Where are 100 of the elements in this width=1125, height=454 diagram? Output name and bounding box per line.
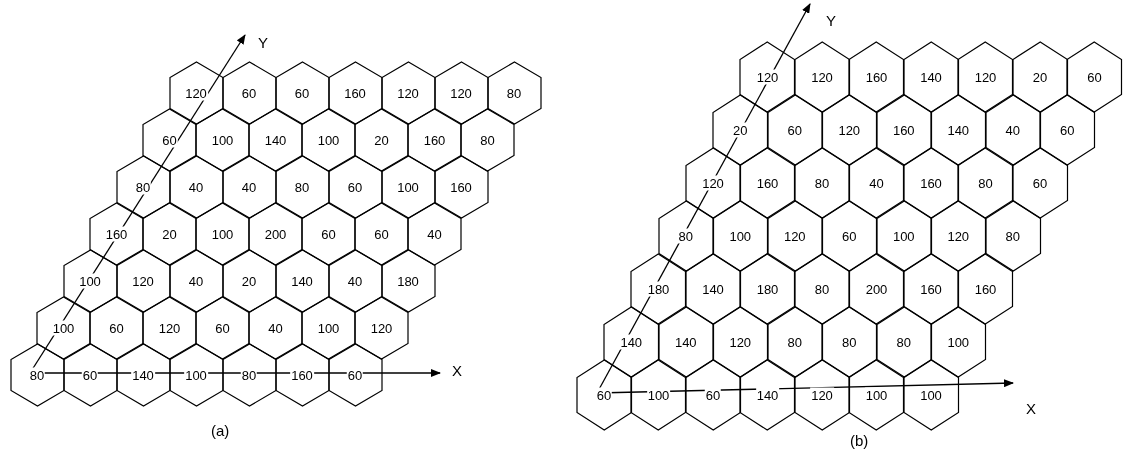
hex-cell — [876, 307, 931, 377]
hex-cell — [604, 307, 659, 377]
hex-cell — [222, 250, 276, 312]
hex-cell — [381, 156, 435, 218]
hex-cell — [685, 360, 741, 430]
hex-cell — [63, 250, 117, 312]
hex-cell — [355, 109, 408, 171]
hex-cell — [116, 250, 170, 312]
hex-cell — [408, 203, 461, 265]
cell-value: 120 — [810, 387, 834, 403]
cell-value: 80 — [677, 228, 694, 244]
hex-cell — [876, 201, 931, 271]
hex-cell — [143, 109, 196, 171]
cell-value: 100 — [78, 273, 102, 289]
cell-value: 100 — [51, 320, 76, 336]
hex-cell — [249, 203, 302, 265]
hex-cell — [169, 156, 223, 218]
hex-cell — [876, 95, 931, 165]
hex-cell — [1040, 95, 1095, 165]
hex-cell — [222, 62, 276, 124]
hex-cell — [169, 62, 223, 124]
hex-cell — [822, 201, 877, 271]
hex-cell — [381, 250, 435, 312]
hex-cell — [822, 307, 877, 377]
hex-cell — [794, 148, 850, 218]
hex-cell — [767, 201, 822, 271]
hex-cell — [713, 95, 768, 165]
hex-cell — [740, 42, 795, 112]
hex-cell — [1012, 42, 1068, 112]
hex-cell — [685, 254, 741, 324]
hex-cell — [355, 297, 408, 359]
hex-cell — [740, 254, 795, 324]
hex-cell — [10, 344, 64, 406]
hex-cell — [169, 344, 223, 406]
hex-cell — [116, 344, 170, 406]
hex-cell — [849, 254, 904, 324]
hex-cell — [685, 148, 741, 218]
hex-cell — [487, 62, 541, 124]
hex-cell — [222, 156, 276, 218]
hex-cell — [328, 344, 382, 406]
cell-value: 80 — [28, 367, 46, 383]
hex-cell — [931, 95, 986, 165]
axis-label: Y — [826, 12, 836, 29]
hex-cell — [275, 250, 329, 312]
hex-cell — [903, 360, 959, 430]
hex-cell — [849, 148, 904, 218]
hex-cell — [328, 250, 382, 312]
axis-label: X — [452, 362, 462, 379]
hex-cell — [958, 148, 1013, 218]
hex-cell — [143, 203, 196, 265]
hex-cell — [355, 203, 408, 265]
cell-value: 20 — [732, 122, 749, 138]
hex-cell — [275, 62, 329, 124]
hex-cell — [116, 156, 170, 218]
hex-cell — [408, 109, 461, 171]
hex-cell — [90, 297, 143, 359]
cell-value: 60 — [704, 387, 722, 403]
hex-cell — [302, 109, 355, 171]
hex-cell — [434, 156, 488, 218]
hex-cell — [822, 95, 877, 165]
cell-value: 140 — [619, 334, 644, 350]
hex-cell — [713, 201, 768, 271]
hex-cell — [381, 62, 435, 124]
axis-label: Y — [258, 34, 268, 51]
hex-cell — [249, 109, 302, 171]
hex-cell — [713, 307, 768, 377]
cell-value: 140 — [755, 387, 780, 403]
hex-cell — [903, 254, 959, 324]
hex-cell — [958, 254, 1013, 324]
hex-cell — [302, 203, 355, 265]
hex-cell — [767, 307, 822, 377]
hex-cell — [249, 297, 302, 359]
cell-value: 80 — [134, 179, 152, 195]
hex-cell — [328, 62, 382, 124]
axis-label: X — [1026, 400, 1036, 417]
hex-cell — [63, 344, 117, 406]
hex-cell — [985, 95, 1040, 165]
hex-cell — [169, 250, 223, 312]
cell-value: 180 — [646, 281, 671, 297]
hex-cell — [196, 297, 249, 359]
hex-cell — [631, 360, 686, 430]
cell-value: 120 — [701, 175, 725, 191]
hex-cell — [767, 95, 822, 165]
hex-cell — [576, 360, 632, 430]
hex-cell — [903, 42, 959, 112]
panel-caption: (a) — [211, 422, 230, 439]
hex-cell — [196, 203, 249, 265]
hex-cell — [461, 109, 514, 171]
panel-caption: (b) — [850, 432, 869, 449]
hex-cell — [985, 201, 1040, 271]
hex-cell — [740, 360, 795, 430]
hex-cell — [631, 254, 686, 324]
cell-value: 120 — [755, 69, 780, 85]
hex-cell — [1067, 42, 1122, 112]
hex-cell — [143, 297, 196, 359]
hex-cell — [931, 201, 986, 271]
cell-value: 160 — [104, 226, 129, 242]
hex-cell — [931, 307, 986, 377]
hex-cell — [740, 148, 795, 218]
hex-cell — [958, 42, 1013, 112]
